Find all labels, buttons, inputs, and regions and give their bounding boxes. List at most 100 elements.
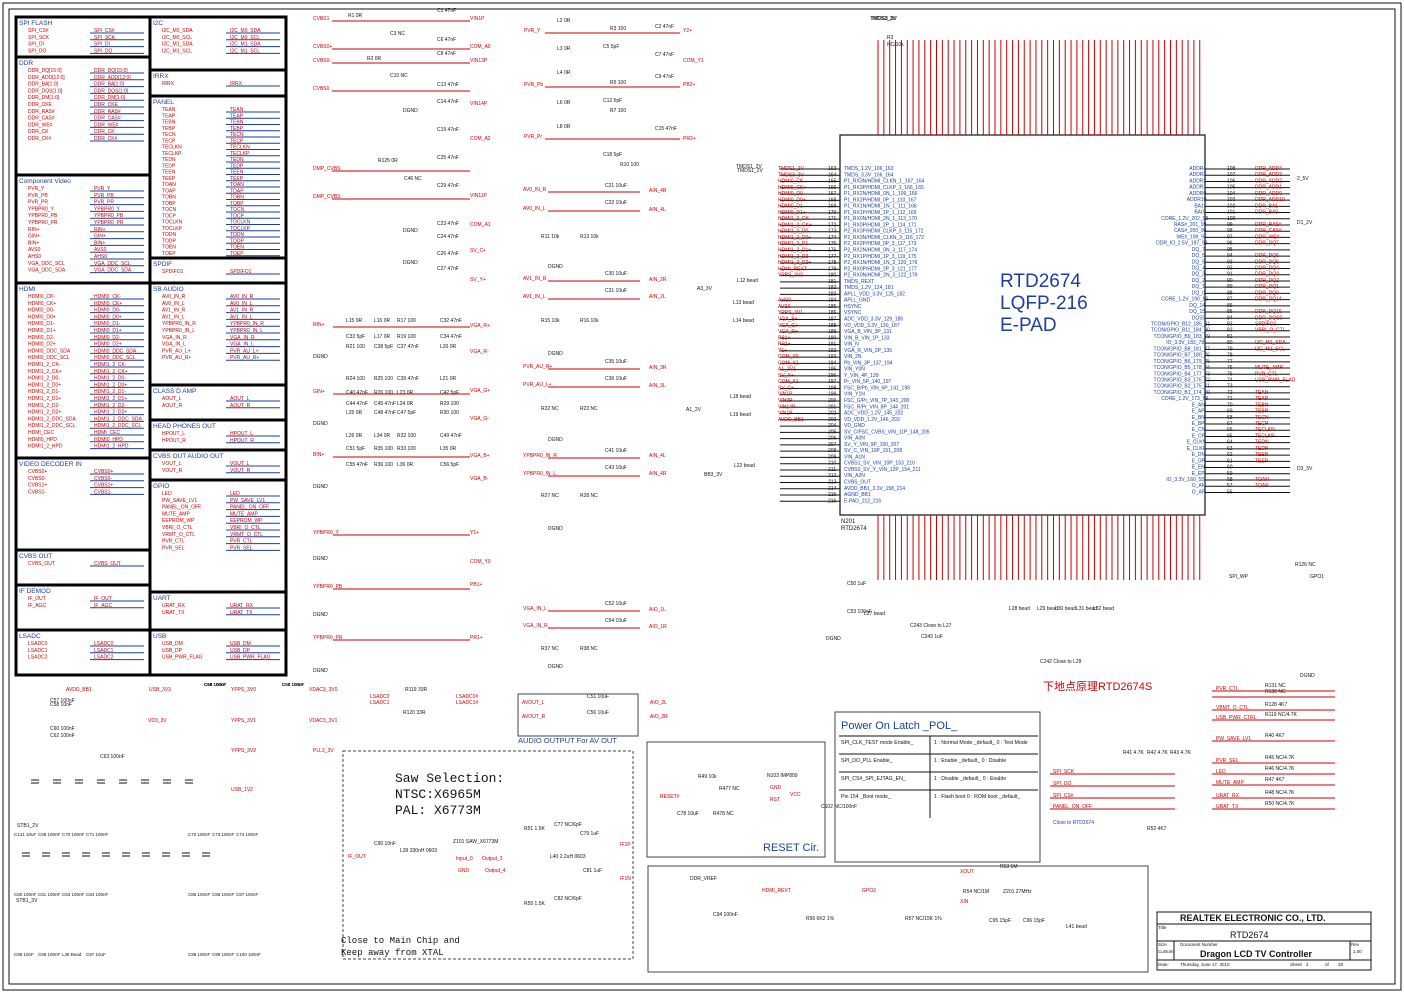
saw-box — [342, 750, 634, 960]
port-net-right: TEAP — [230, 113, 244, 119]
filter-ref: C29 47nF — [437, 183, 459, 189]
port-net-right: I2C_M1_SCL — [230, 48, 260, 54]
av-output-net: AIN_2L — [649, 294, 666, 300]
port-net-right: SPI_DI — [94, 42, 110, 48]
chip-right-net: VBRI_O_CTL — [1255, 328, 1286, 334]
saw-pin: Input_0 — [456, 856, 473, 862]
pvr-ref: L2 0R — [557, 18, 571, 24]
vga-output-net: VGA_B+ — [470, 453, 490, 459]
pvr-output-net: COM_Y1 — [683, 58, 704, 64]
chip-left-net: HDMI0_D0+ — [778, 197, 806, 203]
av-input-net: AV1_IN_L — [523, 294, 546, 300]
port-pin-left: GIN+ — [28, 234, 40, 240]
reset-ref: R477 NC — [719, 786, 740, 792]
chip-left-pin: APLL_GND — [844, 298, 871, 304]
port-pin-left: HDMI0_D0+ — [28, 314, 56, 320]
port-net-right: USB_PWR_FLAG — [230, 655, 271, 661]
vga-ref: C49 47nF — [440, 433, 462, 439]
vga-ref: R26 100 — [374, 390, 393, 396]
pvr-output-net: Y2+ — [683, 28, 692, 34]
chip-bottom-ref: L29 bead — [1037, 606, 1058, 612]
port-pin-left: TOAN — [162, 182, 176, 188]
chip-left-pin: P2_RX1P/HDMI_1P_3_119_175 — [844, 254, 917, 260]
port-pin-left: HDMI1_2_D2- — [28, 403, 60, 409]
input-filters: CVBS1CVBS0+CVBS0-CVBS0DMP_CVBSDMP_CVBSR1… — [22, 8, 704, 857]
port-pin-left: I2C_M0_SDA — [162, 28, 193, 34]
cap-ref: C69 100nF — [38, 832, 61, 837]
company-name: REALTEK ELECTRONIC CO., LTD. — [1180, 913, 1326, 923]
dgnd-label: DGND — [403, 228, 418, 234]
chip-left-net: VGA_B+ — [778, 316, 798, 322]
vga-ref: C55 47nF — [346, 462, 368, 468]
port-pin-left: HDMI0_DDC_SCL — [28, 355, 70, 361]
latch-row-right: 1 : Normal Mode _default_ 0 : Test Mode — [934, 740, 1028, 746]
chip-right-pin: CORE_1.2V_190_86 — [1161, 297, 1208, 303]
chip-left-pin: Pr_VIN_5P_140_197 — [844, 379, 891, 385]
port-pin-left: TOCP — [162, 213, 176, 219]
chip-left-net: VIN0P — [778, 398, 793, 404]
chip-left-pin: P1_RX1N/HDMI_1N_1_111_168 — [844, 204, 917, 210]
right-net-part: R47 4K7 — [1265, 777, 1285, 783]
chip-right-net: DDR_DQ3 — [1255, 272, 1279, 278]
date-label: Date: — [1158, 962, 1169, 967]
saw-pin: Output_4 — [485, 868, 506, 874]
chip-right-pin: E_EN — [1192, 465, 1205, 471]
chip-title-line1: RTD2674 — [1000, 271, 1081, 292]
chip-right-pin: E_AN — [1192, 402, 1205, 408]
chip-left-pin: TMDS_3.3V_106_164 — [844, 172, 894, 178]
port-net-right: CVBS1+ — [94, 483, 113, 489]
chip-left-net: HDMI1_2_CK+ — [778, 222, 812, 228]
dgnd-label: DGND — [313, 421, 328, 427]
cap-ref: C80 100nF — [14, 892, 37, 897]
port-pin-left: PVR_AU_R+ — [162, 355, 191, 361]
port-net-right: LSADC2 — [94, 655, 114, 661]
port-pin-left: AV1_IN_R — [162, 308, 186, 314]
ground-note: 下地点原理RTD2674S — [1043, 680, 1152, 693]
chip-left-pin: ADC_VDD_3.3V_129_186 — [844, 316, 903, 322]
chip-left-pin: VIN_A1N — [844, 454, 865, 460]
chip-right-net: TEDP — [1255, 446, 1269, 452]
port-pin-left: YPBPR0_PB — [28, 213, 58, 219]
chip-left-pin: VGA_B_VIN_3P_131 — [844, 329, 892, 335]
cap-rail-net: VD3_3V — [148, 718, 167, 724]
chip-right-net: DDR_DQ14 — [1255, 297, 1282, 303]
port-net-right: CVBS0+ — [94, 469, 113, 475]
port-net-right: PVR_AU_R+ — [230, 355, 259, 361]
port-pin-left: PVR_CTL — [162, 539, 185, 545]
chip-left-pin: P2_RX2N/HDMI_0N_3_117_174 — [844, 248, 917, 254]
port-pin-left: HDMI0_HPD — [28, 437, 57, 443]
vga-ref: L16 0R — [374, 318, 391, 324]
power-rail: STB1_3V — [16, 898, 38, 904]
port-pin-left: TEDN — [162, 157, 176, 163]
port-pin-left: HDMI1_2_D1- — [28, 389, 60, 395]
saw-ref: R55 1.5K — [524, 901, 546, 907]
port-net-right: AOUT_L — [230, 396, 250, 402]
vga-ref: C47 5pF — [397, 410, 416, 416]
chip-right-pin: TCON/GPIO_B5_178_74 — [1154, 365, 1211, 371]
chip-right-pin: E_CN — [1192, 427, 1206, 433]
saw-ref: C77 NC/6pF — [554, 822, 582, 828]
reset-box — [646, 741, 826, 858]
port-group-title: DDR — [19, 60, 33, 67]
port-pin-left: TOBN — [162, 195, 176, 201]
power-rail: D3_3V — [1297, 466, 1313, 472]
vga-ref: L36 0R — [397, 462, 414, 468]
saw-ref: R51 1.5K — [524, 826, 546, 832]
port-net-right: LSADC1 — [94, 648, 114, 654]
filter-input-net: CVBS1 — [313, 16, 330, 22]
chip-left-pin: SV_C/FSC_CVBS_VIN_11P_148_205 — [844, 429, 930, 435]
port-pin-left: LSADC1 — [28, 648, 48, 654]
port-net-right: TOAN — [230, 182, 244, 188]
port-pin-left: VRMT_O_CTL — [162, 532, 195, 538]
lsadc-net: LSADC1 — [370, 700, 390, 706]
port-net-right: TEEP — [230, 176, 244, 182]
port-net-right: I2C_M0_SCL — [230, 35, 260, 41]
chip-left-pin: CVBS0_SV_Y_VIN_12P_154_211 — [844, 467, 921, 473]
port-net-right: AV1_IN_R — [230, 308, 254, 314]
port-pin-left: YPBPR0_Y — [28, 206, 55, 212]
audio-out-net: AIO_2R — [650, 714, 668, 720]
chip-right-net: DDR_DQ7 — [1255, 241, 1279, 247]
port-net-right: TECP — [230, 138, 244, 144]
saw-ref: C82 NC/6pF — [554, 896, 582, 902]
port-net-right: AV0_IN_L — [230, 301, 253, 307]
